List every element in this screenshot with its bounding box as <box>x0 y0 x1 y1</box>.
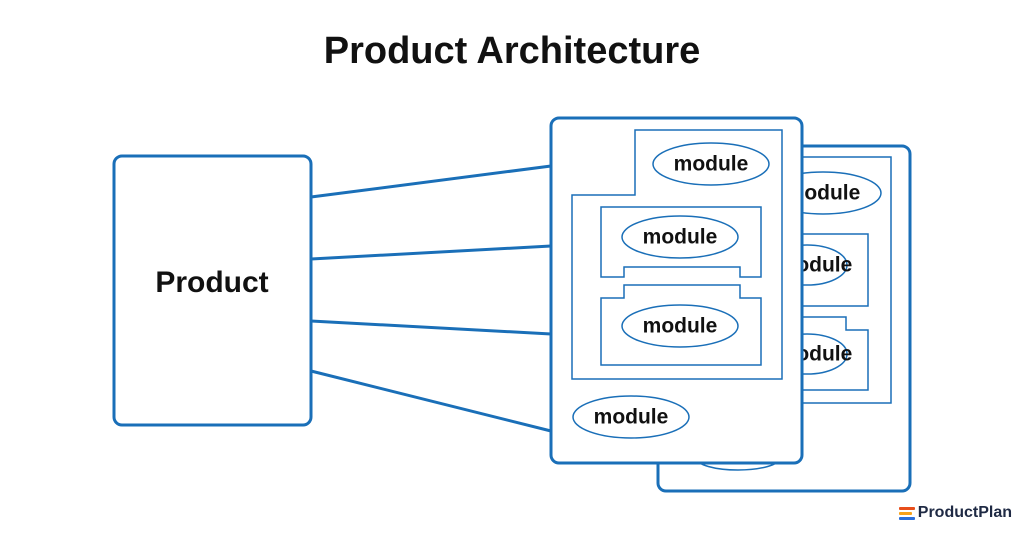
productplan-logo-icon <box>898 506 915 520</box>
product-label: Product <box>155 266 268 299</box>
module-4 <box>572 395 690 439</box>
productplan-logo: ProductPlan <box>898 504 1012 522</box>
module-4-label: module <box>594 406 669 429</box>
product-box: Product <box>112 154 313 427</box>
module-1-label: module <box>674 153 749 176</box>
module-2-label: module <box>643 226 718 249</box>
front-card: module module module module <box>549 116 804 465</box>
module-3 <box>621 304 739 348</box>
module-2 <box>621 215 739 259</box>
brand-name: ProductPlan <box>917 504 1012 521</box>
module-1 <box>652 142 770 186</box>
page-title: Product Architecture <box>323 30 701 72</box>
connector-lines <box>310 164 552 433</box>
back-module-1-label: module <box>786 182 861 205</box>
module-3-label: module <box>643 315 718 338</box>
